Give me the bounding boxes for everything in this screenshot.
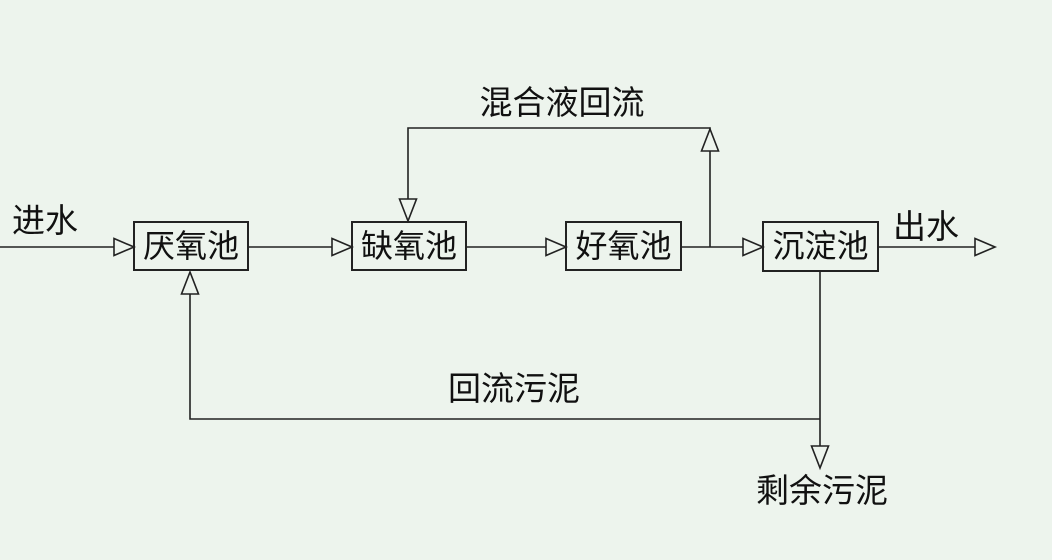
anoxic-tank-label: 缺氧池 <box>361 228 457 264</box>
flow-lines-group <box>0 127 977 466</box>
excess-sludge-label: 剩余污泥 <box>756 473 888 510</box>
arrowhead-into-anoxic-icon <box>331 237 355 257</box>
return-sludge-label: 回流污泥 <box>448 371 580 408</box>
aerobic-tank-box <box>565 221 682 271</box>
arrowhead-mixed-liquor-down-icon <box>398 198 418 224</box>
arrowhead-into-sedimentation-icon <box>742 237 766 257</box>
arrowhead-excess-sludge-down-icon <box>810 445 830 471</box>
diagram-labels-group: 厌氧池 缺氧池 好氧池 沉淀池 进水 出水 混合液回流 回流污泥 剩余污泥 <box>12 85 959 510</box>
arrowhead-mixed-liquor-up-icon <box>700 126 720 152</box>
aerobic-tank-label: 好氧池 <box>575 228 671 264</box>
anaerobic-tank-label: 厌氧池 <box>143 228 239 264</box>
effluent-label: 出水 <box>893 209 959 246</box>
anaerobic-tank-box <box>133 221 249 271</box>
sedimentation-tank-label: 沉淀池 <box>772 228 868 264</box>
mixed-liquor-return-line <box>407 127 711 247</box>
anoxic-tank-box <box>351 221 467 271</box>
arrowhead-effluent-icon <box>974 237 998 257</box>
mixed-liquor-return-label: 混合液回流 <box>480 85 645 122</box>
influent-label: 进水 <box>12 203 78 240</box>
arrowhead-into-aerobic-icon <box>545 237 569 257</box>
arrowhead-into-anaerobic-icon <box>113 237 137 257</box>
return-sludge-line <box>189 274 820 420</box>
arrowhead-return-sludge-up-icon <box>180 269 200 295</box>
arrowheads-group <box>113 126 998 471</box>
